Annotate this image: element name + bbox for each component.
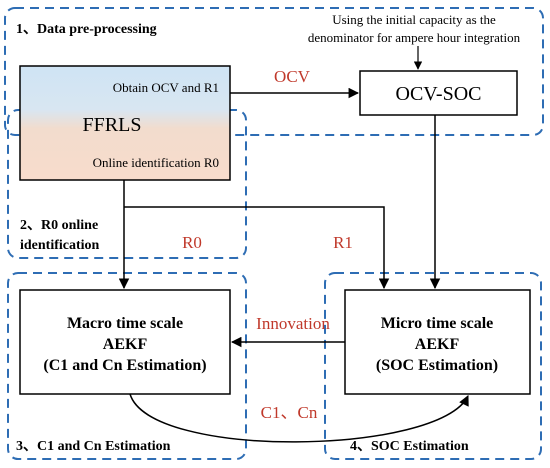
edge-label-ocv: OCV: [274, 67, 311, 86]
region-preprocessing-box: [4, 7, 544, 136]
region-soc-box: [324, 272, 542, 460]
ffrls-node: [19, 65, 231, 181]
edge-label-innovation: Innovation: [256, 314, 330, 333]
region-preprocessing-label: 1、Data pre-processing: [16, 22, 157, 37]
edge-macro-to-micro-curve: [129, 393, 469, 443]
ffrls-bottom-label: Online identification R0: [93, 155, 219, 170]
macro-line3: (C1 and Cn Estimation): [43, 357, 206, 374]
micro-line2: AEKF: [415, 336, 460, 353]
region-r0-online-label-line2: identification: [20, 238, 100, 253]
micro-line1: Micro time scale: [381, 315, 494, 332]
macro-line2: AEKF: [103, 336, 148, 353]
edge-label-r0: R0: [182, 233, 202, 252]
region-r0-online-label-line1: 2、R0 online: [20, 218, 98, 233]
region-c1-cn-label: 3、C1 and Cn Estimation: [16, 439, 171, 454]
macro-aekf-node: [19, 289, 231, 395]
ocv-soc-node: [359, 70, 518, 116]
region-c1-cn-box: [7, 272, 247, 460]
capacity-note-line1: Using the initial capacity as the: [332, 12, 496, 27]
edge-ffrls-to-micro-r1: [124, 206, 390, 290]
ffrls-top-label: Obtain OCV and R1: [113, 80, 219, 95]
edge-label-c1-cn: C1、Cn: [261, 403, 318, 422]
micro-line3: (SOC Estimation): [376, 357, 498, 374]
ffrls-title: FFRLS: [83, 114, 142, 136]
capacity-note-line2: denominator for ampere hour integration: [308, 30, 521, 45]
region-soc-label: 4、SOC Estimation: [350, 439, 469, 454]
ocv-soc-label: OCV-SOC: [396, 83, 482, 105]
edge-label-r1: R1: [333, 233, 353, 252]
macro-line1: Macro time scale: [67, 315, 183, 332]
micro-aekf-node: [344, 289, 531, 395]
